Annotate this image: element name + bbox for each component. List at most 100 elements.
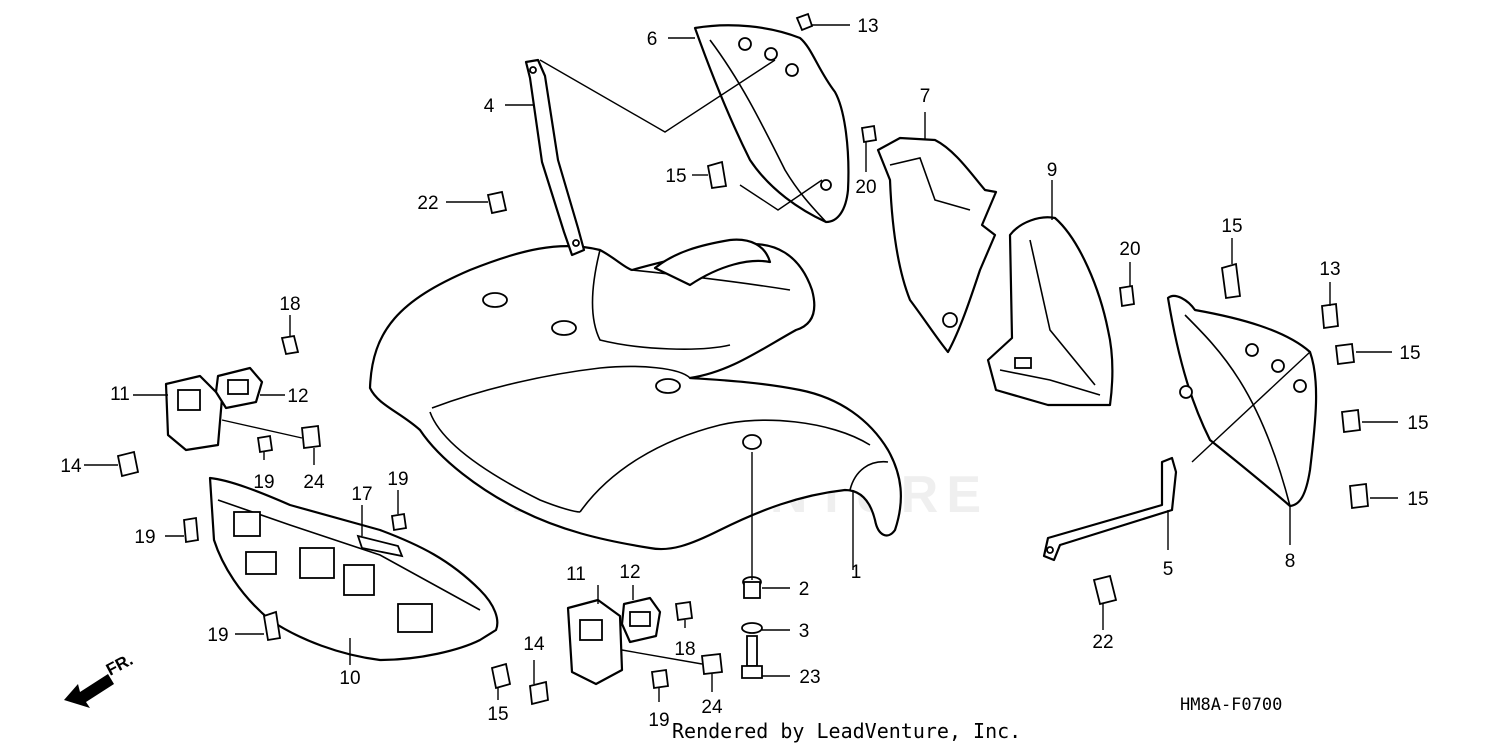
callout-1: 1: [851, 562, 862, 583]
callout-19-bottom-left: 19: [207, 625, 228, 646]
side-panel-left: [693, 24, 850, 224]
callout-24-left: 24: [303, 472, 325, 493]
fender-hole-center: [551, 320, 577, 336]
right-panel-hole-1: [1245, 343, 1259, 357]
render-credit: Rendered by LeadVenture, Inc.: [672, 719, 1021, 743]
screw-19-clamp: [390, 512, 408, 532]
bumper-mesh-2: [343, 564, 375, 596]
nut-24-left: [301, 424, 321, 450]
callout-19-clamp: 19: [387, 469, 408, 490]
grommet-stack: [741, 576, 763, 679]
callout-15-top: 15: [665, 166, 686, 187]
callout-15-right-1: 15: [1399, 343, 1420, 364]
bumper-slot-2: [245, 551, 277, 575]
socket-left-window: [227, 379, 249, 395]
fender-hole-front: [655, 378, 681, 394]
front-fender: [368, 238, 902, 551]
clip-15-bottom: [490, 662, 512, 690]
fender-hole-left: [482, 292, 508, 308]
headlight-socket-left: [214, 366, 264, 410]
callout-12-left: 12: [287, 386, 308, 407]
screw-18-left: [280, 334, 300, 356]
callout-14-bottom: 14: [523, 634, 545, 655]
callout-4: 4: [484, 96, 495, 117]
headlight-bracket-left: [164, 374, 224, 452]
callout-18-left: 18: [279, 294, 300, 315]
screw-13-top: [795, 12, 814, 32]
callout-5: 5: [1163, 559, 1174, 580]
callout-15-right-2: 15: [1407, 413, 1428, 434]
grommet-2-body: [743, 581, 761, 599]
screw-13-right: [1321, 302, 1339, 330]
right-panel-hole-3: [1293, 379, 1307, 393]
clip-15-right-2: [1341, 408, 1361, 434]
callout-22-left: 22: [417, 193, 438, 214]
callout-11-bottom: 11: [566, 564, 586, 585]
screw-18-bottom: [674, 600, 694, 622]
stay-hole-top: [529, 66, 537, 74]
bolt-14-bottom: [529, 680, 549, 706]
fender-stay-right: [1042, 456, 1178, 562]
bumper-slot-3: [397, 603, 433, 633]
panel-hole-4: [820, 179, 832, 191]
fasteners: [116, 12, 1369, 706]
screw-19-bottom: [262, 610, 282, 642]
clip-15-right-3: [1349, 482, 1369, 510]
fender-stay-left: [524, 58, 586, 257]
right-stay-hole: [1046, 546, 1054, 554]
callout-9: 9: [1047, 160, 1058, 181]
callout-18-bottom: 18: [674, 639, 695, 660]
panel-hole-3: [785, 63, 799, 77]
bumper-slot-1: [233, 511, 261, 537]
callouts: 1 2 3 4 5 6 7 8 9 10 11 11 12 12 13 13 1…: [60, 16, 1428, 731]
callout-15-right-3: 15: [1407, 489, 1428, 510]
callout-17: 17: [351, 484, 372, 505]
bracket-left-slot: [177, 389, 201, 411]
bolt-23-shank: [746, 635, 758, 667]
diagram-reference-code: HM8A-F0700: [1180, 695, 1282, 715]
clip-15-top: [706, 160, 728, 190]
callout-20-top: 20: [855, 177, 876, 198]
screw-20-right: [1119, 284, 1135, 308]
clip-15-right-1: [1335, 342, 1355, 366]
bolt-23-head: [741, 665, 763, 679]
bolt-22-right: [1092, 574, 1118, 606]
right-panel-hole-2: [1271, 359, 1285, 373]
callout-13-right: 13: [1319, 259, 1340, 280]
callout-20-right: 20: [1119, 239, 1140, 260]
screw-19-left: [256, 434, 274, 454]
washer-3: [741, 622, 763, 634]
stay-hole-bottom: [572, 239, 580, 247]
socket-right-window: [629, 611, 651, 627]
nut-24-bottom: [701, 653, 723, 675]
front-bumper: [208, 476, 499, 662]
guard-clip: [942, 312, 958, 328]
bolt-22-left: [486, 190, 508, 215]
callout-14-left: 14: [60, 456, 82, 477]
callout-19-left: 19: [253, 472, 274, 493]
callout-11-left: 11: [110, 384, 130, 405]
panel-hole-2: [764, 47, 778, 61]
front-direction-indicator: FR.: [64, 650, 136, 708]
callout-22-right: 22: [1092, 632, 1113, 653]
inner-guard-right: [986, 216, 1114, 407]
callout-2: 2: [799, 579, 810, 600]
callout-7: 7: [920, 86, 931, 107]
callout-19-bumper: 19: [134, 527, 155, 548]
screw-19-bottom-right: [650, 668, 670, 690]
leader-lines: [84, 24, 1398, 702]
bracket-right-slot: [579, 619, 603, 641]
front-arrow-icon: [64, 674, 114, 708]
side-panel-right: [1166, 294, 1318, 508]
fender-rear-lip: [653, 238, 772, 287]
bumper-mesh-1: [299, 547, 335, 579]
callout-19-bottom-right: 19: [648, 710, 669, 731]
callout-23: 23: [799, 667, 820, 688]
clip-15-right-top: [1221, 262, 1242, 300]
callout-6: 6: [647, 29, 658, 50]
guard-slot: [1014, 357, 1032, 369]
callout-15-bottom: 15: [487, 704, 508, 725]
fender-grommet: [742, 434, 762, 450]
mud-guard-inner: [876, 136, 998, 354]
